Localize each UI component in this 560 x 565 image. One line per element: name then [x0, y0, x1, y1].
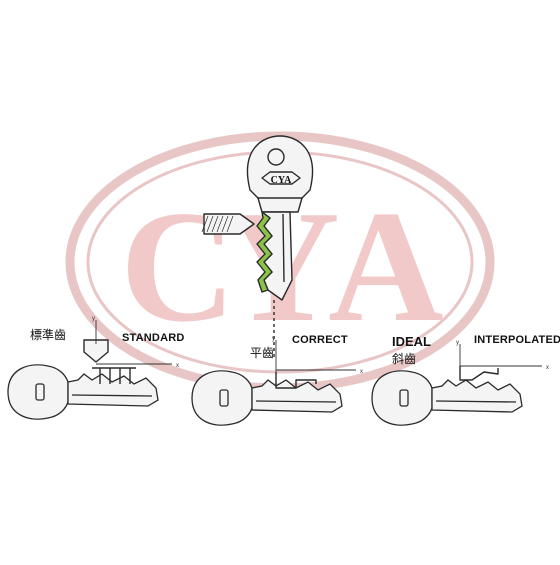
key-blade-groove — [282, 213, 285, 283]
key-small-hole — [35, 383, 45, 401]
axis-y-label: y — [272, 336, 275, 342]
central-key: CYA — [201, 135, 314, 360]
hatch-line — [221, 215, 229, 233]
hatch-line — [206, 215, 214, 233]
key-small-groove — [71, 394, 153, 397]
key-small-hole — [399, 389, 409, 407]
key-bow-hole — [267, 148, 285, 166]
axis-x-label: x — [360, 369, 363, 375]
hatch-line — [201, 215, 209, 233]
key-small-groove — [435, 400, 517, 403]
axis-x-label: x — [546, 365, 549, 371]
standard-label-cn: 標準齒 — [30, 328, 67, 342]
ideal-label: IDEAL — [392, 334, 431, 349]
axis-gizmo: y x — [92, 316, 179, 369]
correct-label: CORRECT — [292, 334, 348, 346]
interpolated-label: INTERPOLATED — [474, 334, 560, 346]
cutter-block — [83, 339, 109, 363]
key-silhouette — [191, 370, 343, 426]
correct-profile — [275, 372, 317, 389]
axis-x-label: x — [176, 363, 179, 369]
panel-ideal: y x — [371, 340, 549, 426]
ideal-label-cn: 斜齒 — [392, 352, 417, 366]
axis-y-label: y — [92, 316, 95, 322]
cutting-wheel — [203, 213, 255, 235]
key-small-blade — [431, 379, 523, 413]
key-head-stamp-frame — [261, 171, 301, 185]
key-head-stamp: CYA — [271, 175, 293, 186]
key-small-blade — [67, 373, 159, 407]
standard-cutter-tool — [83, 339, 136, 384]
axis-gizmo: y x — [456, 340, 549, 371]
key-shoulder — [257, 197, 303, 213]
cya-watermark: C Y A — [65, 131, 495, 393]
axis-gizmo: y x — [272, 336, 363, 375]
watermark-letter-c: C — [120, 177, 236, 355]
key-small-hole — [219, 389, 229, 407]
cutter-comb — [92, 367, 136, 384]
correct-label-cn: 平齒 — [250, 346, 275, 360]
key-cut-highlight — [256, 211, 273, 293]
watermark-letter-a: A — [328, 177, 444, 355]
cut-profile-sloped — [459, 366, 499, 381]
cut-profile-flat — [275, 372, 317, 389]
key-bow — [246, 135, 314, 201]
key-small-groove — [255, 400, 337, 403]
axis-y-label: y — [456, 340, 459, 346]
panel-standard: y x — [7, 316, 179, 420]
cutting-wheel-hatching — [201, 215, 234, 233]
hatch-line — [216, 215, 224, 233]
hatch-line — [211, 215, 219, 233]
hatch-line — [226, 215, 234, 233]
interpolated-profile — [459, 366, 499, 381]
key-silhouette — [371, 370, 523, 426]
key-silhouette — [7, 364, 159, 420]
panel-correct: y x — [191, 336, 363, 426]
standard-label: STANDARD — [122, 332, 185, 344]
key-small-blade — [251, 379, 343, 413]
